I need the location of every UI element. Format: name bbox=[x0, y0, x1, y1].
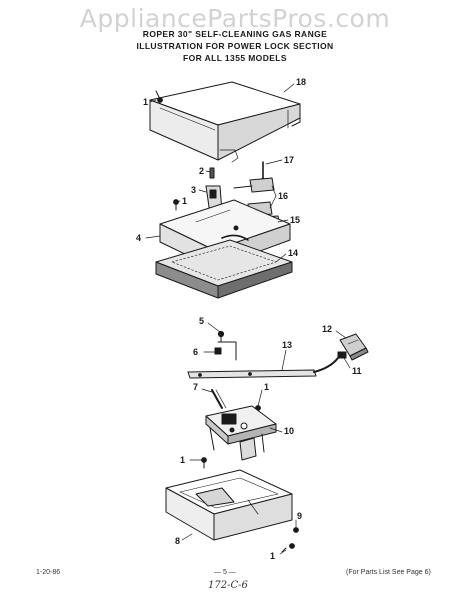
callout-3: 3 bbox=[191, 185, 196, 195]
handwritten-code: 172-C-6 bbox=[208, 580, 248, 591]
callout-6: 6 bbox=[193, 347, 198, 357]
watermark: AppliancePartsPros.com bbox=[79, 4, 391, 33]
part-14-insulation bbox=[155, 239, 293, 299]
part-10-latch-assembly bbox=[205, 405, 277, 461]
diagram-title: ROPER 30" SELF-CLEANING GAS RANGE ILLUST… bbox=[0, 28, 470, 64]
callout-labels: 18 1 17 2 3 16 1 15 4 14 5 12 13 6 11 7 … bbox=[136, 77, 362, 561]
screw-1-mid bbox=[173, 199, 179, 211]
title-line-1: ROPER 30" SELF-CLEANING GAS RANGE bbox=[142, 29, 328, 39]
callout-18: 18 bbox=[296, 77, 306, 87]
callout-1-latch: 1 bbox=[264, 382, 269, 392]
leader-lines bbox=[145, 83, 351, 555]
part-12-knob bbox=[339, 333, 369, 361]
part-13-lock-rod bbox=[187, 353, 343, 379]
callout-13: 13 bbox=[282, 340, 292, 350]
callout-2: 2 bbox=[199, 166, 204, 176]
screw-1-bottom bbox=[281, 543, 295, 553]
callout-1-mid: 1 bbox=[182, 196, 187, 206]
callout-5: 5 bbox=[199, 316, 204, 326]
part-6-bracket bbox=[214, 341, 237, 361]
callout-8: 8 bbox=[175, 536, 180, 546]
callout-1-lower: 1 bbox=[180, 455, 185, 465]
part-18-top-cover bbox=[149, 81, 301, 163]
part-11-bushing bbox=[337, 351, 347, 359]
part-2-pin bbox=[209, 167, 215, 179]
footer-date: 1-20-86 bbox=[36, 569, 61, 576]
screw-1-top bbox=[155, 90, 163, 103]
footer-page-number: — 5 — bbox=[214, 569, 236, 576]
callout-4: 4 bbox=[136, 233, 141, 243]
part-5-screw bbox=[217, 330, 225, 343]
callout-1-top: 1 bbox=[143, 97, 148, 107]
callout-12: 12 bbox=[322, 324, 332, 334]
callout-11: 11 bbox=[352, 366, 362, 376]
callout-17: 17 bbox=[284, 155, 294, 165]
footer-parts-list-note: (For Parts List See Page 6) bbox=[346, 569, 431, 576]
callout-15: 15 bbox=[290, 215, 300, 225]
callout-9: 9 bbox=[297, 511, 302, 521]
title-line-2: ILLUSTRATION FOR POWER LOCK SECTION bbox=[136, 41, 334, 51]
callout-1-bottom: 1 bbox=[270, 551, 275, 561]
callout-14: 14 bbox=[288, 248, 298, 258]
screw-1-lower bbox=[201, 457, 207, 469]
callout-7: 7 bbox=[193, 382, 198, 392]
callout-16: 16 bbox=[278, 191, 288, 201]
title-line-3: FOR ALL 1355 MODELS bbox=[183, 53, 287, 63]
part-7-link bbox=[211, 389, 227, 409]
callout-10: 10 bbox=[284, 426, 294, 436]
part-8-bottom-tray bbox=[165, 469, 293, 541]
